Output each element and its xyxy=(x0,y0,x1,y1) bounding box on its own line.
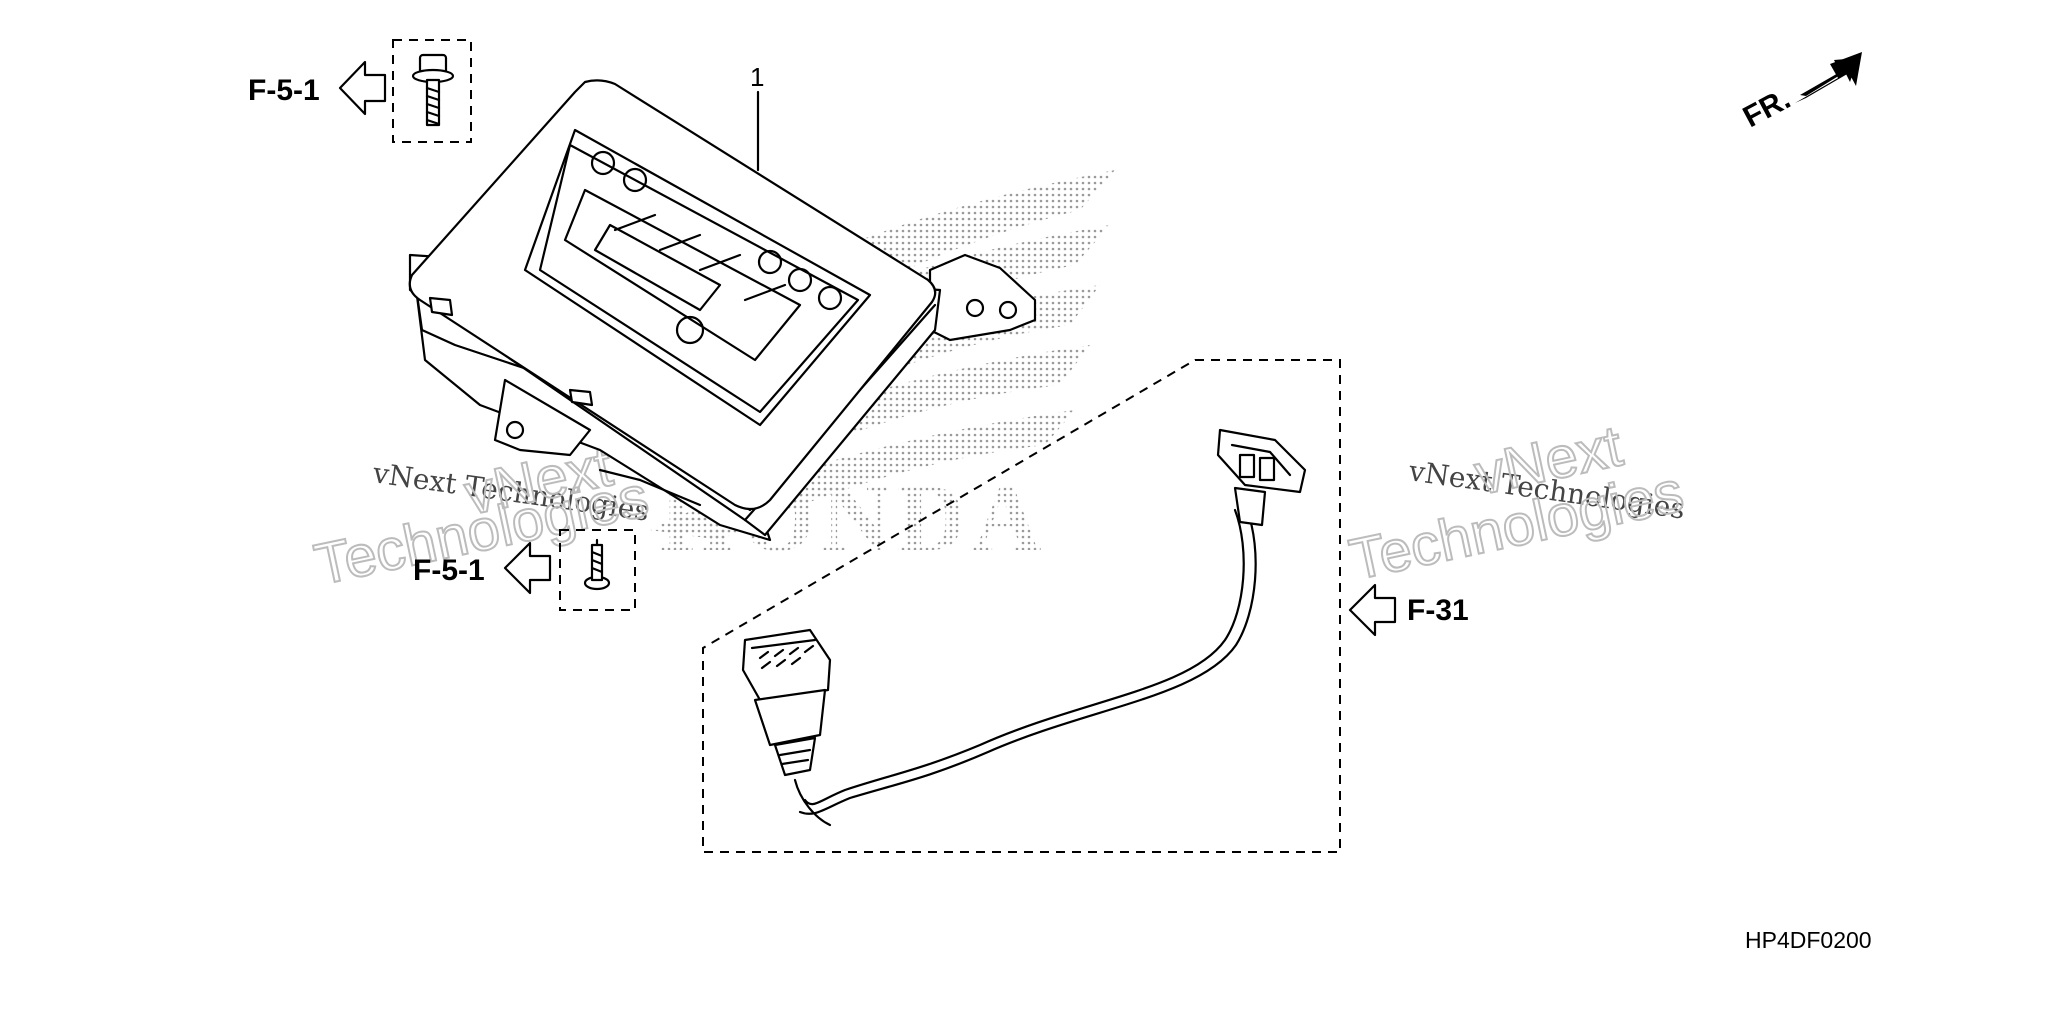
bolt-box-top xyxy=(392,39,472,143)
screw-box-mid xyxy=(559,529,636,611)
flange-bolt-icon[interactable] xyxy=(411,53,455,127)
ref-arrow-left-top-icon xyxy=(338,60,387,116)
connector-small-icon[interactable] xyxy=(1216,428,1307,527)
part-number-1[interactable]: 1 xyxy=(750,62,764,92)
meter-assembly xyxy=(408,79,1037,542)
front-indicator: FR. xyxy=(1738,52,1862,134)
front-arrow-head-icon xyxy=(1795,52,1862,103)
tapping-screw-icon[interactable] xyxy=(583,538,611,591)
ref-f-31[interactable]: F-31 xyxy=(1407,594,1469,627)
diagram-code: HP4DF0200 xyxy=(1745,927,1872,953)
ref-f-5-1-mid[interactable]: F-5-1 xyxy=(413,554,485,587)
ref-arrow-left-mid-icon xyxy=(503,541,552,595)
connector-large-icon[interactable] xyxy=(741,628,832,777)
harness-box xyxy=(702,359,1341,853)
ref-arrow-right-icon xyxy=(1348,583,1397,637)
front-indicator-text: FR. xyxy=(1738,82,1796,134)
sub-harness xyxy=(741,428,1307,827)
ref-f-5-1-top[interactable]: F-5-1 xyxy=(248,74,320,107)
